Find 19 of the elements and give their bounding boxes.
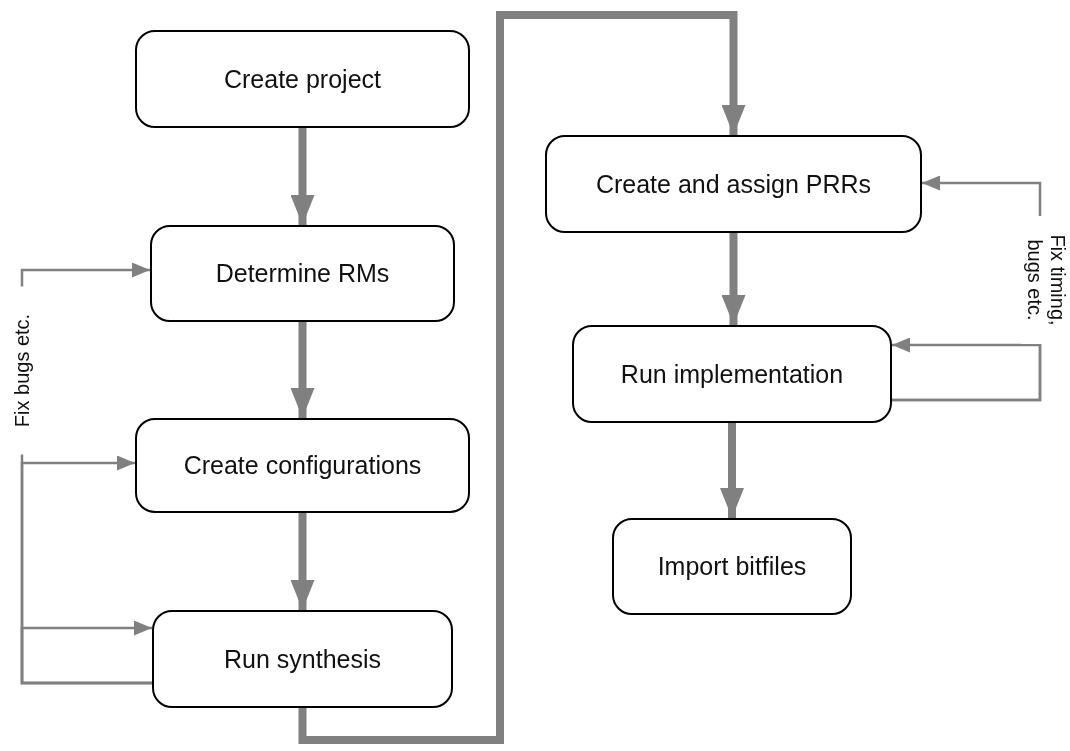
step-label: Run synthesis [224, 644, 381, 674]
step-label: Determine RMs [215, 259, 390, 288]
process-box [135, 418, 470, 513]
arrow [290, 128, 315, 225]
arrow [720, 423, 744, 518]
process-box [572, 325, 892, 423]
step-label: Create and assign PRRs [595, 169, 872, 199]
process-box [150, 225, 455, 322]
process-box [152, 610, 453, 708]
process-box [612, 518, 852, 615]
arrow [290, 513, 315, 610]
step-label: Import bitfiles [657, 552, 807, 581]
step-label: Create project [224, 64, 381, 94]
arrow [721, 233, 746, 325]
process-box [135, 30, 470, 128]
step-label: Create configurations [183, 451, 422, 480]
step-label: Run implementation [620, 359, 844, 389]
process-box [545, 135, 922, 233]
arrow [290, 322, 315, 418]
